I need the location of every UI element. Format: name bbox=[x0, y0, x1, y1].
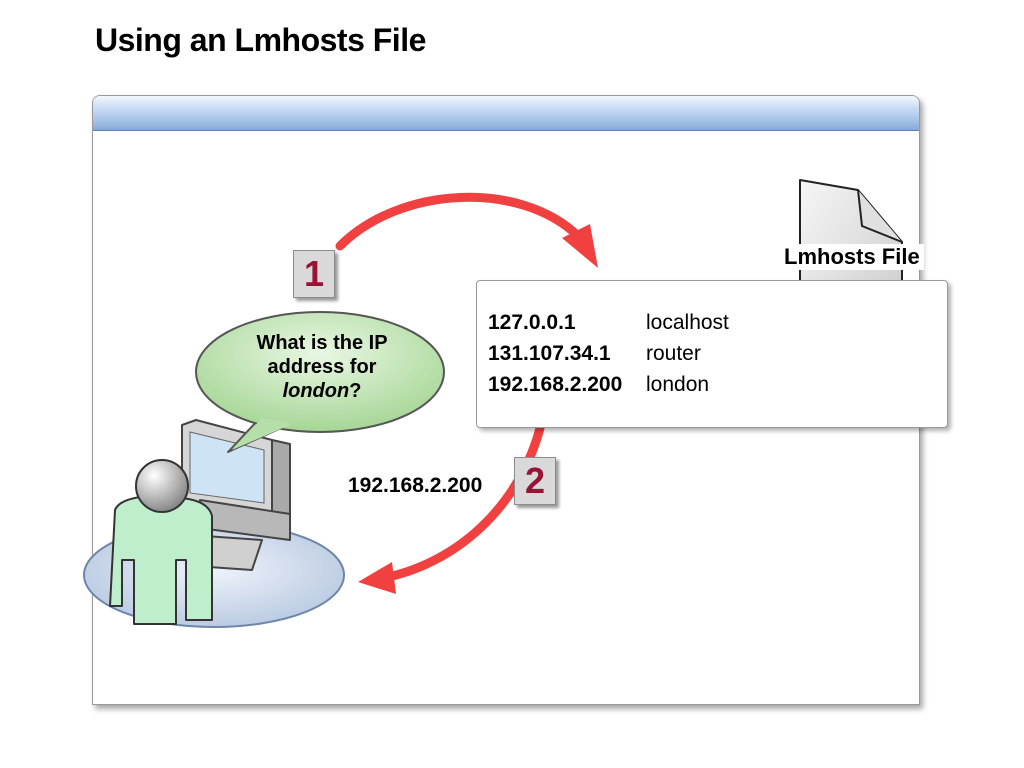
question-mark: ? bbox=[349, 380, 362, 402]
user-person-icon bbox=[109, 459, 213, 625]
host-entry-row: 192.168.2.200 london bbox=[488, 373, 729, 404]
lmhosts-entries-box: 127.0.0.1 localhost 131.107.34.1 router 19… bbox=[476, 280, 948, 428]
question-line-3: london? bbox=[232, 379, 412, 403]
response-arrow bbox=[358, 405, 549, 594]
question-speech-bubble bbox=[195, 311, 445, 453]
slide-title: Using an Lmhosts File bbox=[95, 22, 426, 58]
hosts-table: 127.0.0.1 localhost 131.107.34.1 router 19… bbox=[488, 311, 729, 404]
question-hostname: london bbox=[282, 380, 350, 402]
host-ip: 127.0.0.1 bbox=[488, 311, 576, 334]
host-name: localhost bbox=[646, 311, 729, 334]
host-entry-row: 131.107.34.1 router bbox=[488, 342, 729, 373]
question-text: What is the IP address for london? bbox=[232, 331, 412, 403]
question-line-2: address for bbox=[267, 356, 377, 378]
step-one-badge: 1 bbox=[293, 250, 335, 298]
question-line-1: What is the IP bbox=[256, 332, 388, 354]
host-ip: 192.168.2.200 bbox=[488, 373, 623, 396]
request-arrow bbox=[335, 192, 598, 268]
resolved-ip-label: 192.168.2.200 bbox=[348, 474, 483, 497]
lmhosts-file-label: Lmhosts File bbox=[780, 244, 924, 270]
panel-header-bar bbox=[93, 96, 919, 131]
host-ip: 131.107.34.1 bbox=[488, 342, 611, 365]
step-two-badge: 2 bbox=[514, 457, 556, 505]
host-entry-row: 127.0.0.1 localhost bbox=[488, 311, 729, 342]
host-name: london bbox=[646, 373, 710, 396]
host-name: router bbox=[646, 342, 701, 365]
